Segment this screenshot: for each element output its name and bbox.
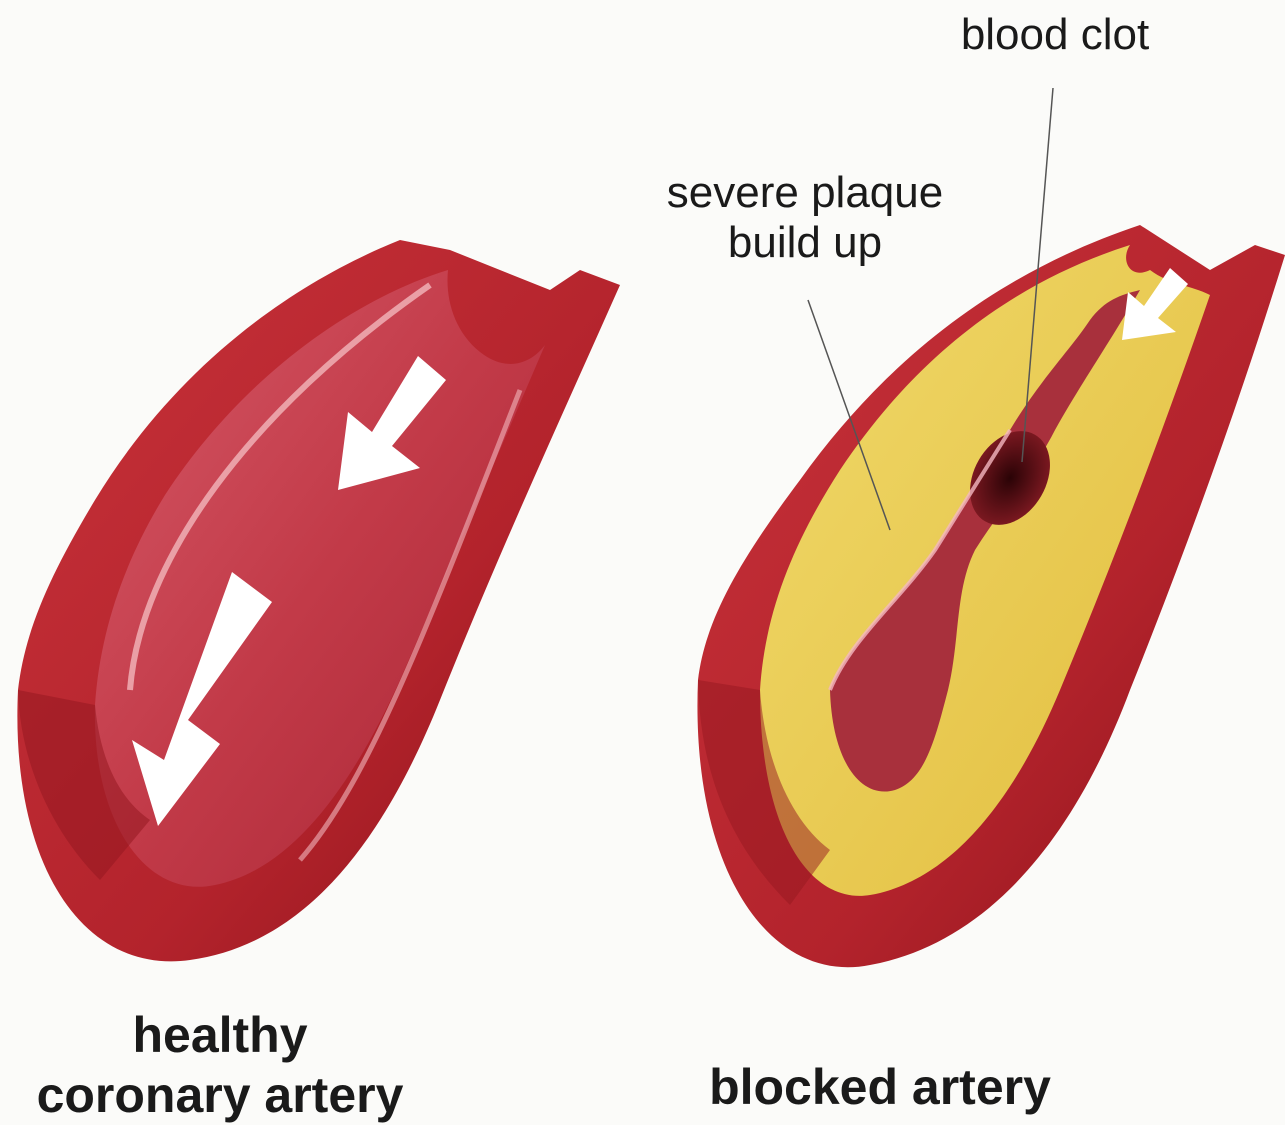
- severe-plaque-label: severe plaque build up: [600, 168, 1010, 268]
- healthy-artery-caption: healthy coronary artery: [0, 1005, 440, 1125]
- severe-plaque-label-line2: build up: [600, 218, 1010, 268]
- healthy-caption-line2: coronary artery: [0, 1065, 440, 1125]
- blocked-artery-caption: blocked artery: [660, 1057, 1100, 1117]
- healthy-caption-line1: healthy: [0, 1005, 440, 1065]
- blood-clot-label: blood clot: [900, 10, 1210, 60]
- severe-plaque-label-line1: severe plaque: [600, 168, 1010, 218]
- healthy-artery: [17, 240, 620, 961]
